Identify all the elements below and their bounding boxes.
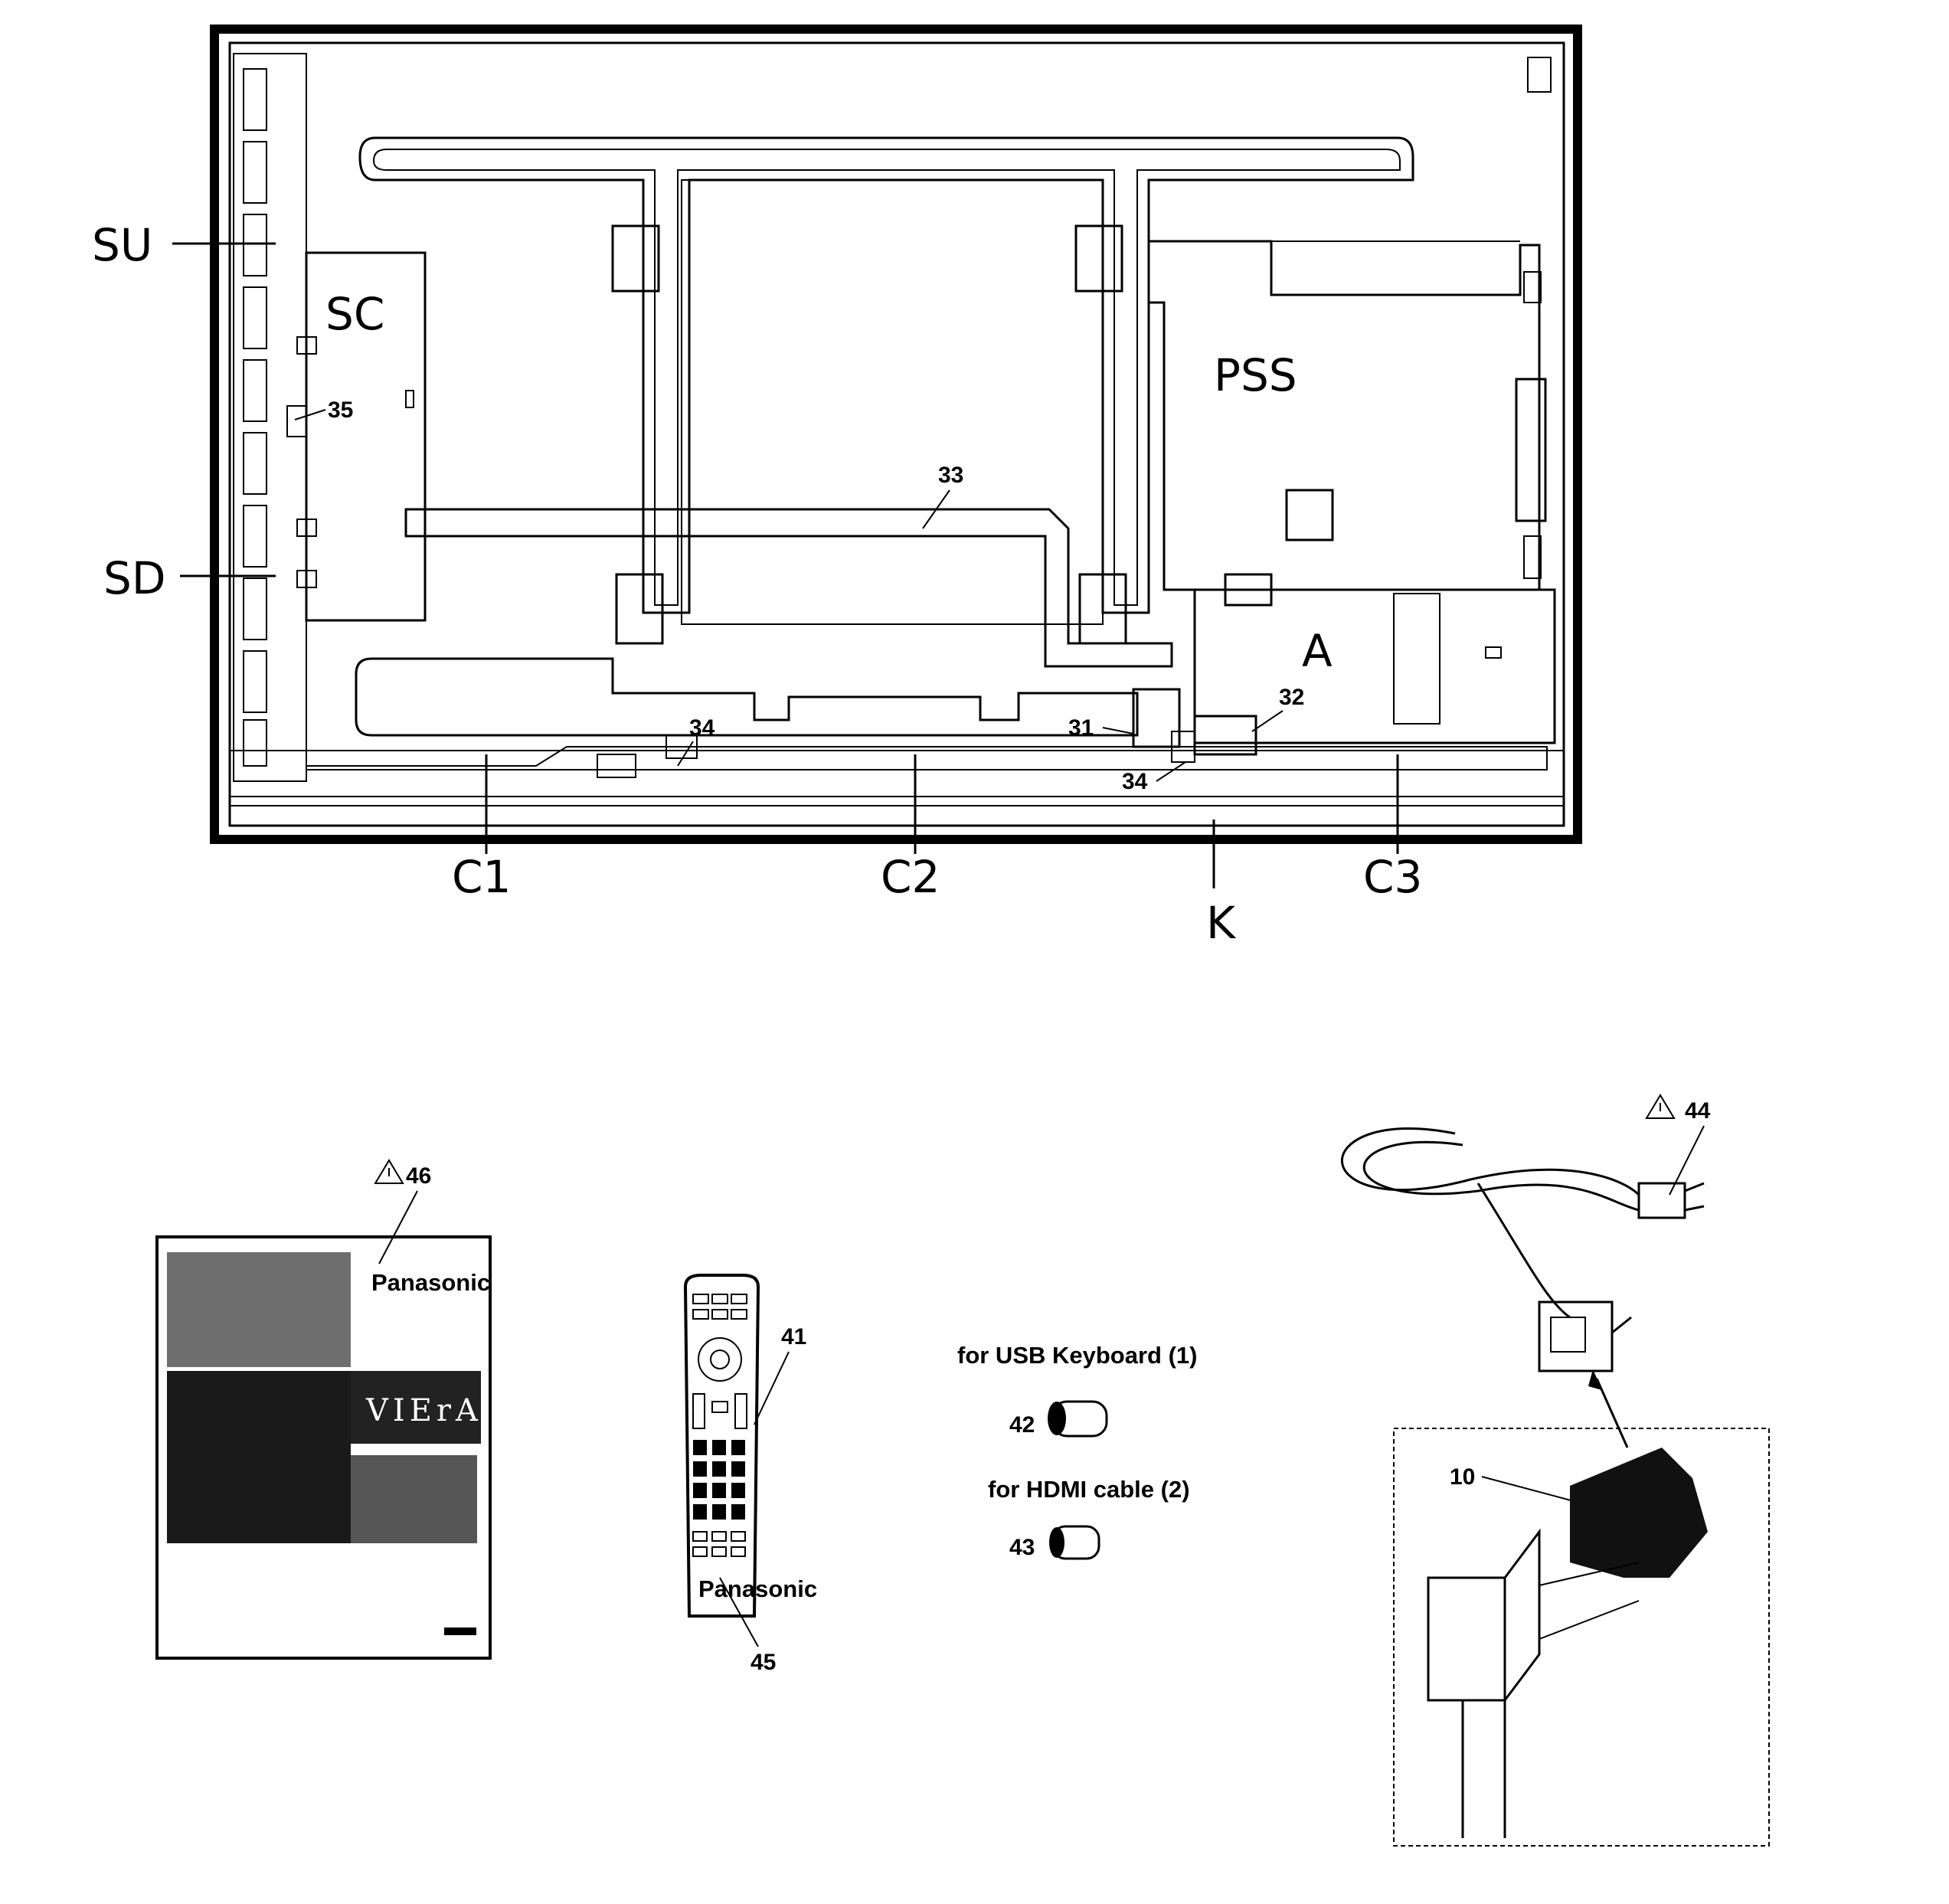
callout-10: 10 bbox=[1450, 1464, 1475, 1490]
a-board bbox=[1132, 573, 1556, 756]
pss-board bbox=[1147, 57, 1552, 591]
callout-41: 41 bbox=[781, 1324, 806, 1349]
ferrite-cores: for USB Keyboard (1) 42 for HDMI cable (… bbox=[957, 1342, 1197, 1560]
warning-triangle-icon bbox=[1645, 1094, 1676, 1119]
flat-cable-33 bbox=[404, 508, 1173, 668]
callout-35: 35 bbox=[328, 397, 353, 423]
board-label-c2: C2 bbox=[881, 851, 940, 903]
caption-hdmi-cable: for HDMI cable (2) bbox=[988, 1476, 1190, 1503]
board-label-pss: PSS bbox=[1214, 349, 1297, 401]
board-label-su: SU bbox=[92, 219, 152, 271]
warning-triangle-icon bbox=[374, 1159, 404, 1184]
ac-power-cord: 44 bbox=[1340, 1094, 1711, 1372]
callout-34b: 34 bbox=[1122, 769, 1148, 794]
caption-usb-keyboard: for USB Keyboard (1) bbox=[957, 1342, 1197, 1369]
panel-callouts: 35 33 31 32 34 34 bbox=[294, 397, 1304, 794]
board-label-c1: C1 bbox=[452, 851, 511, 903]
callout-44: 44 bbox=[1685, 1098, 1711, 1124]
board-label-sc: SC bbox=[325, 288, 384, 340]
board-label-k: K bbox=[1206, 897, 1237, 949]
callout-46: 46 bbox=[406, 1163, 431, 1189]
inset-clamper-detail: 10 bbox=[1393, 1428, 1770, 1847]
callout-45: 45 bbox=[750, 1650, 776, 1675]
operating-instructions-book: Panasonic VIErA bbox=[155, 1235, 492, 1660]
power-plug-inset bbox=[1427, 1528, 1640, 1838]
board-label-sd: SD bbox=[103, 552, 165, 604]
board-label-c3: C3 bbox=[1363, 851, 1422, 903]
arrow-up-icon bbox=[1588, 1369, 1629, 1448]
ferrite-core-42 bbox=[1048, 1400, 1108, 1438]
callout-31: 31 bbox=[1068, 715, 1094, 741]
manual-product-name: VIErA bbox=[365, 1393, 482, 1428]
board-labels: SU SC SD PSS A C1 C2 K C3 bbox=[92, 219, 1422, 949]
board-label-a: A bbox=[1302, 625, 1333, 677]
callout-33: 33 bbox=[938, 463, 963, 488]
remote-brand: Panasonic bbox=[698, 1575, 817, 1602]
tv-rear-panel bbox=[210, 25, 1582, 844]
callout-32: 32 bbox=[1279, 685, 1304, 710]
clamper-10 bbox=[1570, 1448, 1708, 1578]
callout-46-group: 46 bbox=[374, 1159, 431, 1264]
callout-43: 43 bbox=[1009, 1535, 1035, 1560]
callout-34a: 34 bbox=[689, 715, 715, 741]
chassis-frame-bars bbox=[355, 136, 1414, 737]
sustain-edge-strip bbox=[233, 53, 307, 782]
manual-brand: Panasonic bbox=[371, 1269, 490, 1296]
remote-control: Panasonic bbox=[683, 1274, 817, 1618]
c-boards bbox=[306, 731, 1548, 778]
ferrite-core-43 bbox=[1049, 1525, 1100, 1560]
callout-42: 42 bbox=[1009, 1412, 1035, 1438]
